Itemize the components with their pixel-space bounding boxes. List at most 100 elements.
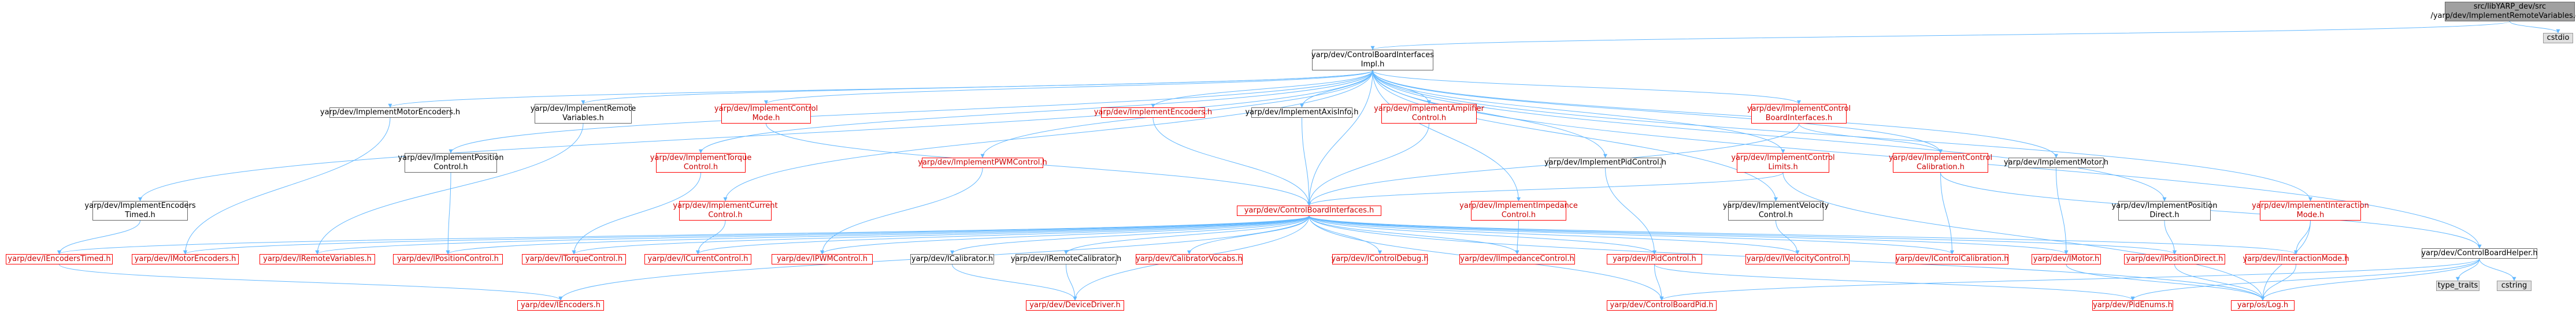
node-label: yarp/dev/IPidControl.h [1613, 255, 1696, 263]
node-label: yarp/dev/ImplementCurrent Control.h [673, 202, 778, 219]
node-label: yarp/dev/IRemoteCalibrator.h [1010, 255, 1122, 263]
edge-cbhelper-to-log [2260, 258, 2480, 301]
edge-cbi-to-iencoders_timed [57, 215, 1310, 255]
node-cbi[interactable]: yarp/dev/ControlBoardInterfaces.h [1237, 206, 1381, 216]
edge-impl_calib-to-ictrlcalib [1940, 172, 1954, 255]
node-impl-motorenc[interactable]: yarp/dev/ImplementMotorEncoders.h [320, 107, 460, 118]
node-root[interactable]: src/libYARP_dev/src /yarp/dev/ImplementR… [2430, 2, 2576, 21]
node-iencoders-timed[interactable]: yarp/dev/IEncodersTimed.h [6, 254, 113, 264]
node-iremcalib[interactable]: yarp/dev/IRemoteCalibrator.h [1011, 254, 1121, 264]
node-cstring: cstring [2497, 281, 2531, 291]
node-label: yarp/dev/IPositionControl.h [397, 255, 499, 263]
edge-impl_posdirect-to-iposdirect [2164, 220, 2177, 255]
node-impl-pos[interactable]: yarp/dev/ImplementPosition Control.h [398, 153, 503, 173]
node-calibvocabs[interactable]: yarp/dev/CalibratorVocabs.h [1136, 254, 1243, 264]
node-ipid[interactable]: yarp/dev/IPidControl.h [1607, 254, 1702, 264]
edge-root-to-cstdio [2510, 21, 2560, 33]
node-impl-pid[interactable]: yarp/dev/ImplementPidControl.h [1544, 158, 1666, 168]
edge-cbi-to-ictrlcalib [1309, 215, 1954, 255]
node-impl-ctrlmode[interactable]: yarp/dev/ImplementControl Mode.h [714, 104, 818, 124]
edge-root-to-cbii [1371, 21, 2510, 50]
node-iposdirect[interactable]: yarp/dev/IPositionDirect.h [2124, 254, 2225, 264]
node-label: yarp/dev/IEncodersTimed.h [8, 255, 111, 263]
node-ivel[interactable]: yarp/dev/IVelocityControl.h [1745, 254, 1849, 264]
node-ictrldebug[interactable]: yarp/dev/IControlDebug.h [1332, 254, 1428, 264]
node-label: yarp/dev/ControlBoardHelper.h [2421, 249, 2538, 258]
edge-cbii-to-impl_remvar [581, 70, 1373, 105]
node-impl-calib[interactable]: yarp/dev/ImplementControl Calibration.h [1889, 153, 1992, 173]
edge-iposdirect-to-log [2174, 264, 2265, 301]
node-ictrlcalib[interactable]: yarp/dev/IControlCalibration.h [1896, 254, 2008, 264]
node-cbhelper[interactable]: yarp/dev/ControlBoardHelper.h [2421, 248, 2538, 259]
node-label: yarp/dev/ImplementEncoders.h [1094, 108, 1213, 117]
edge-cbi-to-iremcalib [1064, 215, 1310, 255]
node-impl-vel[interactable]: yarp/dev/ImplementVelocity Control.h [1723, 201, 1829, 221]
edge-impl_limits-to-cbi [1307, 172, 1784, 206]
node-label: yarp/dev/ImplementImpedance Control.h [1459, 202, 1578, 219]
node-impl-posdirect[interactable]: yarp/dev/ImplementPosition Direct.h [2112, 201, 2217, 221]
node-label: yarp/dev/ImplementInteraction Mode.h [2252, 202, 2369, 219]
node-impl-interact[interactable]: yarp/dev/ImplementInteraction Mode.h [2252, 201, 2369, 221]
node-label: yarp/dev/ControlBoardInterfaces Impl.h [1311, 51, 1435, 69]
edge-impl_remvar-to-iremvar [315, 123, 584, 255]
node-impl-encoders[interactable]: yarp/dev/ImplementEncoders.h [1094, 107, 1212, 118]
node-impl-cbi[interactable]: yarp/dev/ImplementControl BoardInterface… [1747, 104, 1851, 124]
edge-cbii-to-impl_pos [449, 70, 1373, 154]
node-label: yarp/dev/IControlCalibration.h [1895, 255, 2009, 263]
edge-icalibrator-to-devicedriver [952, 264, 1077, 301]
node-label: yarp/dev/ImplementPosition Control.h [398, 154, 504, 171]
edge-impl_pos-to-iposctrl [446, 172, 451, 255]
node-label: yarp/dev/IRemoteVariables.h [263, 255, 372, 263]
node-log[interactable]: yarp/os/Log.h [2231, 300, 2295, 311]
node-label: yarp/dev/ImplementPosition Direct.h [2111, 202, 2218, 219]
edge-cbii-to-impl_calib [1372, 70, 1943, 154]
edge-impl_cbi-to-impl_calib [1799, 123, 1943, 154]
node-itorque[interactable]: yarp/dev/ITorqueControl.h [522, 254, 626, 264]
node-label: yarp/dev/ImplementControl Limits.h [1731, 154, 1835, 171]
node-label: yarp/dev/ICalibrator.h [911, 255, 994, 263]
edge-impl_current-to-icurrent [696, 220, 726, 255]
edge-cbii-to-impl_motor [1372, 70, 2058, 158]
node-impl-torque[interactable]: yarp/dev/ImplementTorque Control.h [650, 153, 751, 173]
node-iencoders[interactable]: yarp/dev/IEncoders.h [517, 300, 604, 311]
edge-ipid-to-cbpid [1654, 264, 1664, 301]
edge-cbi-to-iposdirect [1309, 215, 2177, 255]
node-cbpid[interactable]: yarp/dev/ControlBoardPid.h [1607, 300, 1717, 311]
node-label: yarp/os/Log.h [2237, 301, 2289, 309]
edge-cbii-to-impl_motorenc [388, 70, 1373, 108]
node-label: yarp/dev/IMotor.h [2033, 255, 2100, 263]
node-impl-pwm[interactable]: yarp/dev/ImplementPWMControl.h [918, 158, 1047, 168]
node-impl-limits[interactable]: yarp/dev/ImplementControl Limits.h [1731, 153, 1835, 173]
node-iimped[interactable]: yarp/dev/IImpedanceControl.h [1459, 254, 1575, 264]
node-iposctrl[interactable]: yarp/dev/IPositionControl.h [393, 254, 503, 264]
node-impl-amp[interactable]: yarp/dev/ImplementAmplifier Control.h [1374, 104, 1484, 124]
node-impl-enc-timed[interactable]: yarp/dev/ImplementEncoders Timed.h [84, 201, 196, 221]
node-impl-remvar[interactable]: yarp/dev/ImplementRemote Variables.h [531, 104, 636, 124]
node-label: yarp/dev/ImplementControl Mode.h [714, 105, 818, 122]
node-devicedriver[interactable]: yarp/dev/DeviceDriver.h [1026, 300, 1124, 311]
node-iremvar[interactable]: yarp/dev/IRemoteVariables.h [260, 254, 375, 264]
node-type-traits: type_traits [2436, 281, 2479, 291]
node-impl-current[interactable]: yarp/dev/ImplementCurrent Control.h [673, 201, 778, 221]
edge-ipid-to-pidenums [1654, 264, 2135, 301]
node-impl-imped[interactable]: yarp/dev/ImplementImpedance Control.h [1459, 201, 1578, 221]
node-icalibrator[interactable]: yarp/dev/ICalibrator.h [910, 254, 994, 264]
node-label: yarp/dev/IPositionDirect.h [2126, 255, 2223, 263]
edge-cbi-to-ivel [1309, 215, 1800, 255]
node-pidenums[interactable]: yarp/dev/PidEnums.h [2092, 300, 2173, 311]
node-iinteract[interactable]: yarp/dev/IInteractionMode.h [2243, 254, 2349, 264]
edge-cbi-to-imotor [1309, 215, 2069, 255]
node-ipwm[interactable]: yarp/dev/IPWMControl.h [772, 254, 873, 264]
edge-impl_motorenc-to-imotorenc [183, 117, 391, 255]
node-imotor[interactable]: yarp/dev/IMotor.h [2032, 254, 2101, 264]
edge-cbi-to-imotorenc [183, 215, 1310, 255]
node-impl-axisinfo[interactable]: yarp/dev/ImplementAxisInfo.h [1245, 107, 1359, 118]
node-cbii[interactable]: yarp/dev/ControlBoardInterfaces Impl.h [1311, 50, 1435, 70]
edge-cbii-to-impl_limits [1372, 70, 1785, 154]
node-icurrent[interactable]: yarp/dev/ICurrentControl.h [644, 254, 751, 264]
edge-cbii-to-impl_posdirect [1372, 70, 2167, 202]
node-imotorenc[interactable]: yarp/dev/IMotorEncoders.h [132, 254, 239, 264]
edge-impl_enc_timed-to-iencoders_timed [57, 220, 140, 255]
node-impl-motor[interactable]: yarp/dev/ImplementMotor.h [2004, 158, 2108, 168]
